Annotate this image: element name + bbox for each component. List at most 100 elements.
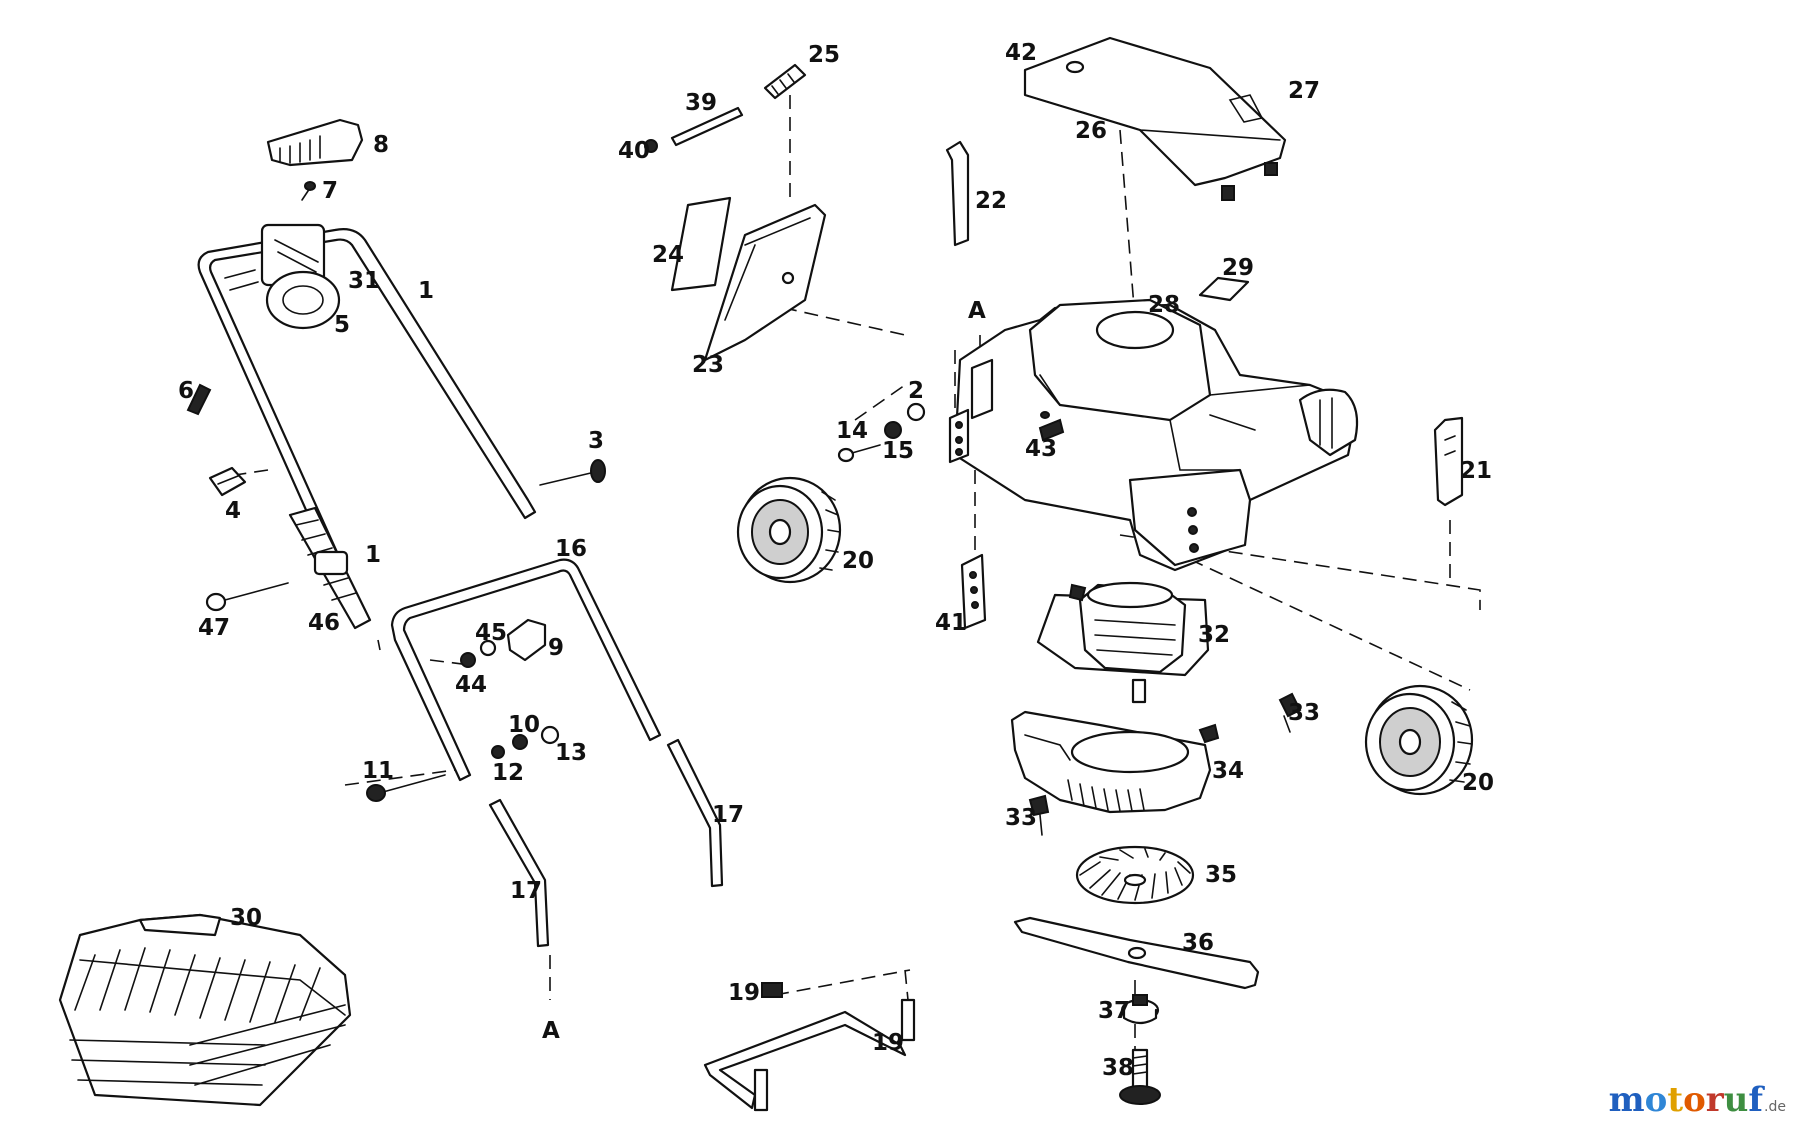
bolt-14 — [837, 444, 881, 463]
brand-logo: m o t o r u f .de — [1609, 1080, 1786, 1120]
decal-29 — [1198, 276, 1250, 302]
bracket-21 — [1433, 416, 1464, 507]
label-20-rear: 20 — [1462, 770, 1494, 796]
label-46: 46 — [308, 610, 340, 636]
label-29: 29 — [1222, 255, 1254, 281]
washer-13 — [540, 725, 560, 745]
knob-9 — [506, 618, 547, 662]
switch-knob — [265, 270, 341, 330]
motor-opening — [1095, 310, 1175, 350]
deflector-flap-23 — [703, 203, 827, 362]
label-27: 27 — [1288, 78, 1320, 104]
label-19-clip: 19 — [728, 980, 760, 1006]
side-bracket — [970, 358, 994, 420]
screw-7-head — [304, 181, 316, 191]
label-30: 30 — [230, 905, 262, 931]
label-9: 9 — [548, 635, 564, 661]
label-23: 23 — [692, 352, 724, 378]
label-21: 21 — [1460, 458, 1492, 484]
grass-catcher — [58, 913, 352, 1107]
label-20-front: 20 — [842, 548, 874, 574]
nut-10 — [512, 734, 528, 750]
washer-15 — [884, 421, 902, 439]
label-44: 44 — [455, 672, 487, 698]
label-22: 22 — [975, 188, 1007, 214]
label-33-left: 33 — [1005, 805, 1037, 831]
label-40: 40 — [618, 138, 650, 164]
label-A-tube: A — [542, 1018, 560, 1044]
spring-25 — [763, 63, 807, 100]
blade-bolt-38 — [1119, 1048, 1161, 1105]
brand-letter: o — [1683, 1080, 1706, 1120]
label-7: 7 — [322, 178, 338, 204]
label-16: 16 — [555, 536, 587, 562]
motor-cover — [1023, 36, 1287, 201]
label-28: 28 — [1148, 292, 1180, 318]
screw-33-right — [1278, 692, 1302, 733]
brand-letter: u — [1723, 1080, 1749, 1120]
label-42: 42 — [1005, 40, 1037, 66]
flap-plate-24 — [670, 196, 732, 292]
label-36: 36 — [1182, 930, 1214, 956]
lower-tube-17-left — [488, 798, 550, 948]
hinge-pin-22 — [945, 140, 970, 247]
cable-grip — [266, 118, 364, 167]
fan-35 — [1075, 845, 1195, 905]
label-A-deck: A — [968, 298, 986, 324]
label-39: 39 — [685, 90, 717, 116]
label-12: 12 — [492, 760, 524, 786]
brand-letter: t — [1667, 1080, 1684, 1120]
label-34: 34 — [1212, 758, 1244, 784]
blade-36 — [1013, 916, 1260, 990]
label-38: 38 — [1102, 1055, 1134, 1081]
label-6: 6 — [178, 378, 194, 404]
rear-wheel-hub — [1298, 388, 1359, 457]
rear-wheel — [1364, 684, 1474, 796]
label-8: 8 — [373, 132, 389, 158]
hinge-rod-39 — [644, 106, 744, 153]
bolt-47 — [205, 582, 289, 612]
label-15: 15 — [882, 438, 914, 464]
brand-letter: r — [1705, 1080, 1724, 1120]
leader-lines — [234, 95, 1481, 1090]
nut-40 — [644, 139, 658, 153]
label-2: 2 — [908, 378, 924, 404]
cable-clip-4 — [208, 466, 247, 497]
bracket-plate-41 — [960, 553, 987, 630]
label-24: 24 — [652, 242, 684, 268]
label-25: 25 — [808, 42, 840, 68]
fan-housing-34 — [1010, 710, 1220, 814]
label-26: 26 — [1075, 118, 1107, 144]
brand-letter: m — [1608, 1080, 1645, 1120]
lower-handle — [390, 558, 662, 782]
label-33-right: 33 — [1288, 700, 1320, 726]
label-10: 10 — [508, 712, 540, 738]
part-labels: 1 1 2 3 4 5 6 7 8 9 10 11 12 13 14 15 16… — [178, 40, 1494, 1081]
washer-12 — [491, 745, 505, 759]
deck-screw-43 — [1040, 411, 1050, 419]
screw-33-left — [1028, 794, 1050, 836]
clamp-lever-46 — [288, 506, 372, 630]
label-17-left: 17 — [510, 878, 542, 904]
label-43: 43 — [1025, 436, 1057, 462]
bolt-3 — [539, 459, 606, 486]
label-47: 47 — [198, 615, 230, 641]
bolt-11 — [366, 774, 446, 802]
upper-handle — [197, 223, 537, 577]
motor-32 — [1036, 581, 1210, 704]
washer-2 — [906, 402, 926, 422]
label-17-right: 17 — [712, 802, 744, 828]
label-35: 35 — [1205, 862, 1237, 888]
label-19-bracket: 19 — [872, 1030, 904, 1056]
label-3: 3 — [588, 428, 604, 454]
label-45: 45 — [475, 620, 507, 646]
nut-44 — [460, 652, 476, 668]
label-4: 4 — [225, 498, 241, 524]
label-37: 37 — [1098, 998, 1130, 1024]
label-14: 14 — [836, 418, 868, 444]
label-5: 5 — [334, 312, 350, 338]
front-wheel — [736, 476, 842, 584]
mower-deck — [948, 298, 1359, 572]
label-41: 41 — [935, 610, 967, 636]
